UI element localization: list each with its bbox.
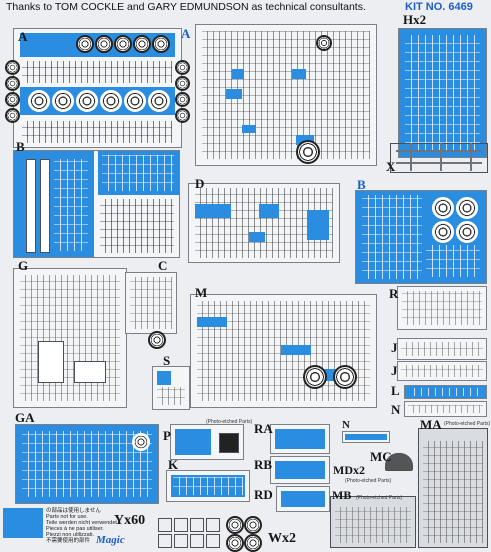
ma-photo-etched-note: (Photo-etched Parts) (444, 421, 491, 427)
kit-number: KIT NO. 6469 (405, 1, 473, 13)
sprue-mb (330, 496, 416, 548)
sprue-b-right (355, 190, 487, 284)
sprue-label-h: Hx2 (403, 12, 427, 27)
sprue-label-r: R (389, 286, 399, 301)
sprue-label-p: P (163, 428, 171, 443)
sprue-label-ga: GA (15, 410, 35, 425)
sprue-label-a-right: A (181, 26, 191, 41)
sprue-a-left (13, 28, 182, 148)
sprue-label-rd: RD (254, 487, 273, 502)
sprue-n-right (404, 401, 487, 417)
sprue-label-s: S (163, 353, 171, 368)
sprue-ra (270, 424, 330, 454)
mb-photo-etched-note: (Photo-etched Parts) (356, 495, 403, 501)
sprue-label-c: C (158, 258, 168, 273)
sprue-label-ra: RA (254, 421, 273, 436)
sprue-j-1 (397, 338, 487, 360)
sprue-label-md: MDx2 (333, 463, 365, 477)
sprue-label-mb: MB (332, 488, 352, 502)
sprue-m (190, 294, 377, 408)
legend-line-1: の部品は使用しません (46, 508, 101, 514)
sprue-l (404, 385, 487, 399)
sprue-label-g: G (18, 258, 29, 273)
sprue-label-n-right: N (391, 402, 401, 417)
not-for-use-swatch (3, 508, 43, 538)
sprue-j-2 (397, 361, 487, 381)
sprue-label-j-2: J (391, 363, 398, 378)
sprue-b-left (13, 150, 180, 258)
legend-line-4: Pieces à ne pas utiliser. (46, 526, 104, 532)
sprue-k (166, 470, 250, 502)
credits-line: Thanks to TOM COCKLE and GARY EDMUNDSON … (6, 1, 366, 13)
sprue-label-k: K (168, 457, 179, 472)
sprue-label-n-bottom: N (342, 419, 350, 431)
sprue-s (152, 366, 190, 410)
sprue-c (125, 272, 177, 334)
sprue-label-m: M (195, 285, 208, 300)
sprue-p (170, 424, 244, 460)
sprue-n-bottom (342, 431, 390, 443)
legend-line-3: Teile werden nicht verwendet. (46, 520, 119, 526)
sprue-label-d: D (195, 176, 205, 191)
sprue-label-y: Yx60 (114, 513, 146, 528)
sprue-g (13, 268, 127, 408)
legend-line-5: Piezzi non utilizzati. (46, 532, 94, 538)
sprue-label-j-1: J (391, 340, 398, 355)
sprue-label-b-right: B (357, 177, 366, 192)
sprue-label-w: Wx2 (268, 531, 296, 546)
sprue-rb (270, 456, 330, 484)
sprue-label-l: L (391, 383, 400, 398)
sprue-label-rb: RB (254, 457, 273, 472)
sprue-mc-part (385, 453, 413, 471)
legend-line-6: 不需要使用的部件 (46, 538, 91, 544)
sprue-ma (418, 428, 488, 548)
sprue-label-b-left: B (16, 139, 25, 154)
sprue-a-right (195, 24, 377, 166)
brand-logo: Magic (96, 534, 125, 546)
p-photo-etched-note: (Photo-etched Parts) (206, 419, 253, 425)
sprue-h (398, 28, 487, 158)
sprue-ga (15, 424, 159, 504)
sprue-label-mc: MC (370, 449, 392, 464)
sprue-label-x: X (386, 159, 396, 174)
md-photo-etched-note: (Photo-etched Parts) (345, 478, 392, 484)
legend-line-2: Parts not for use. (46, 514, 88, 520)
sprue-label-a-left: A (18, 29, 28, 44)
sprue-label-ma: MA (420, 417, 442, 432)
sprue-r (397, 286, 487, 330)
sprue-x-frame (390, 143, 488, 173)
sprue-rd (276, 486, 330, 512)
sprue-d (188, 183, 340, 263)
